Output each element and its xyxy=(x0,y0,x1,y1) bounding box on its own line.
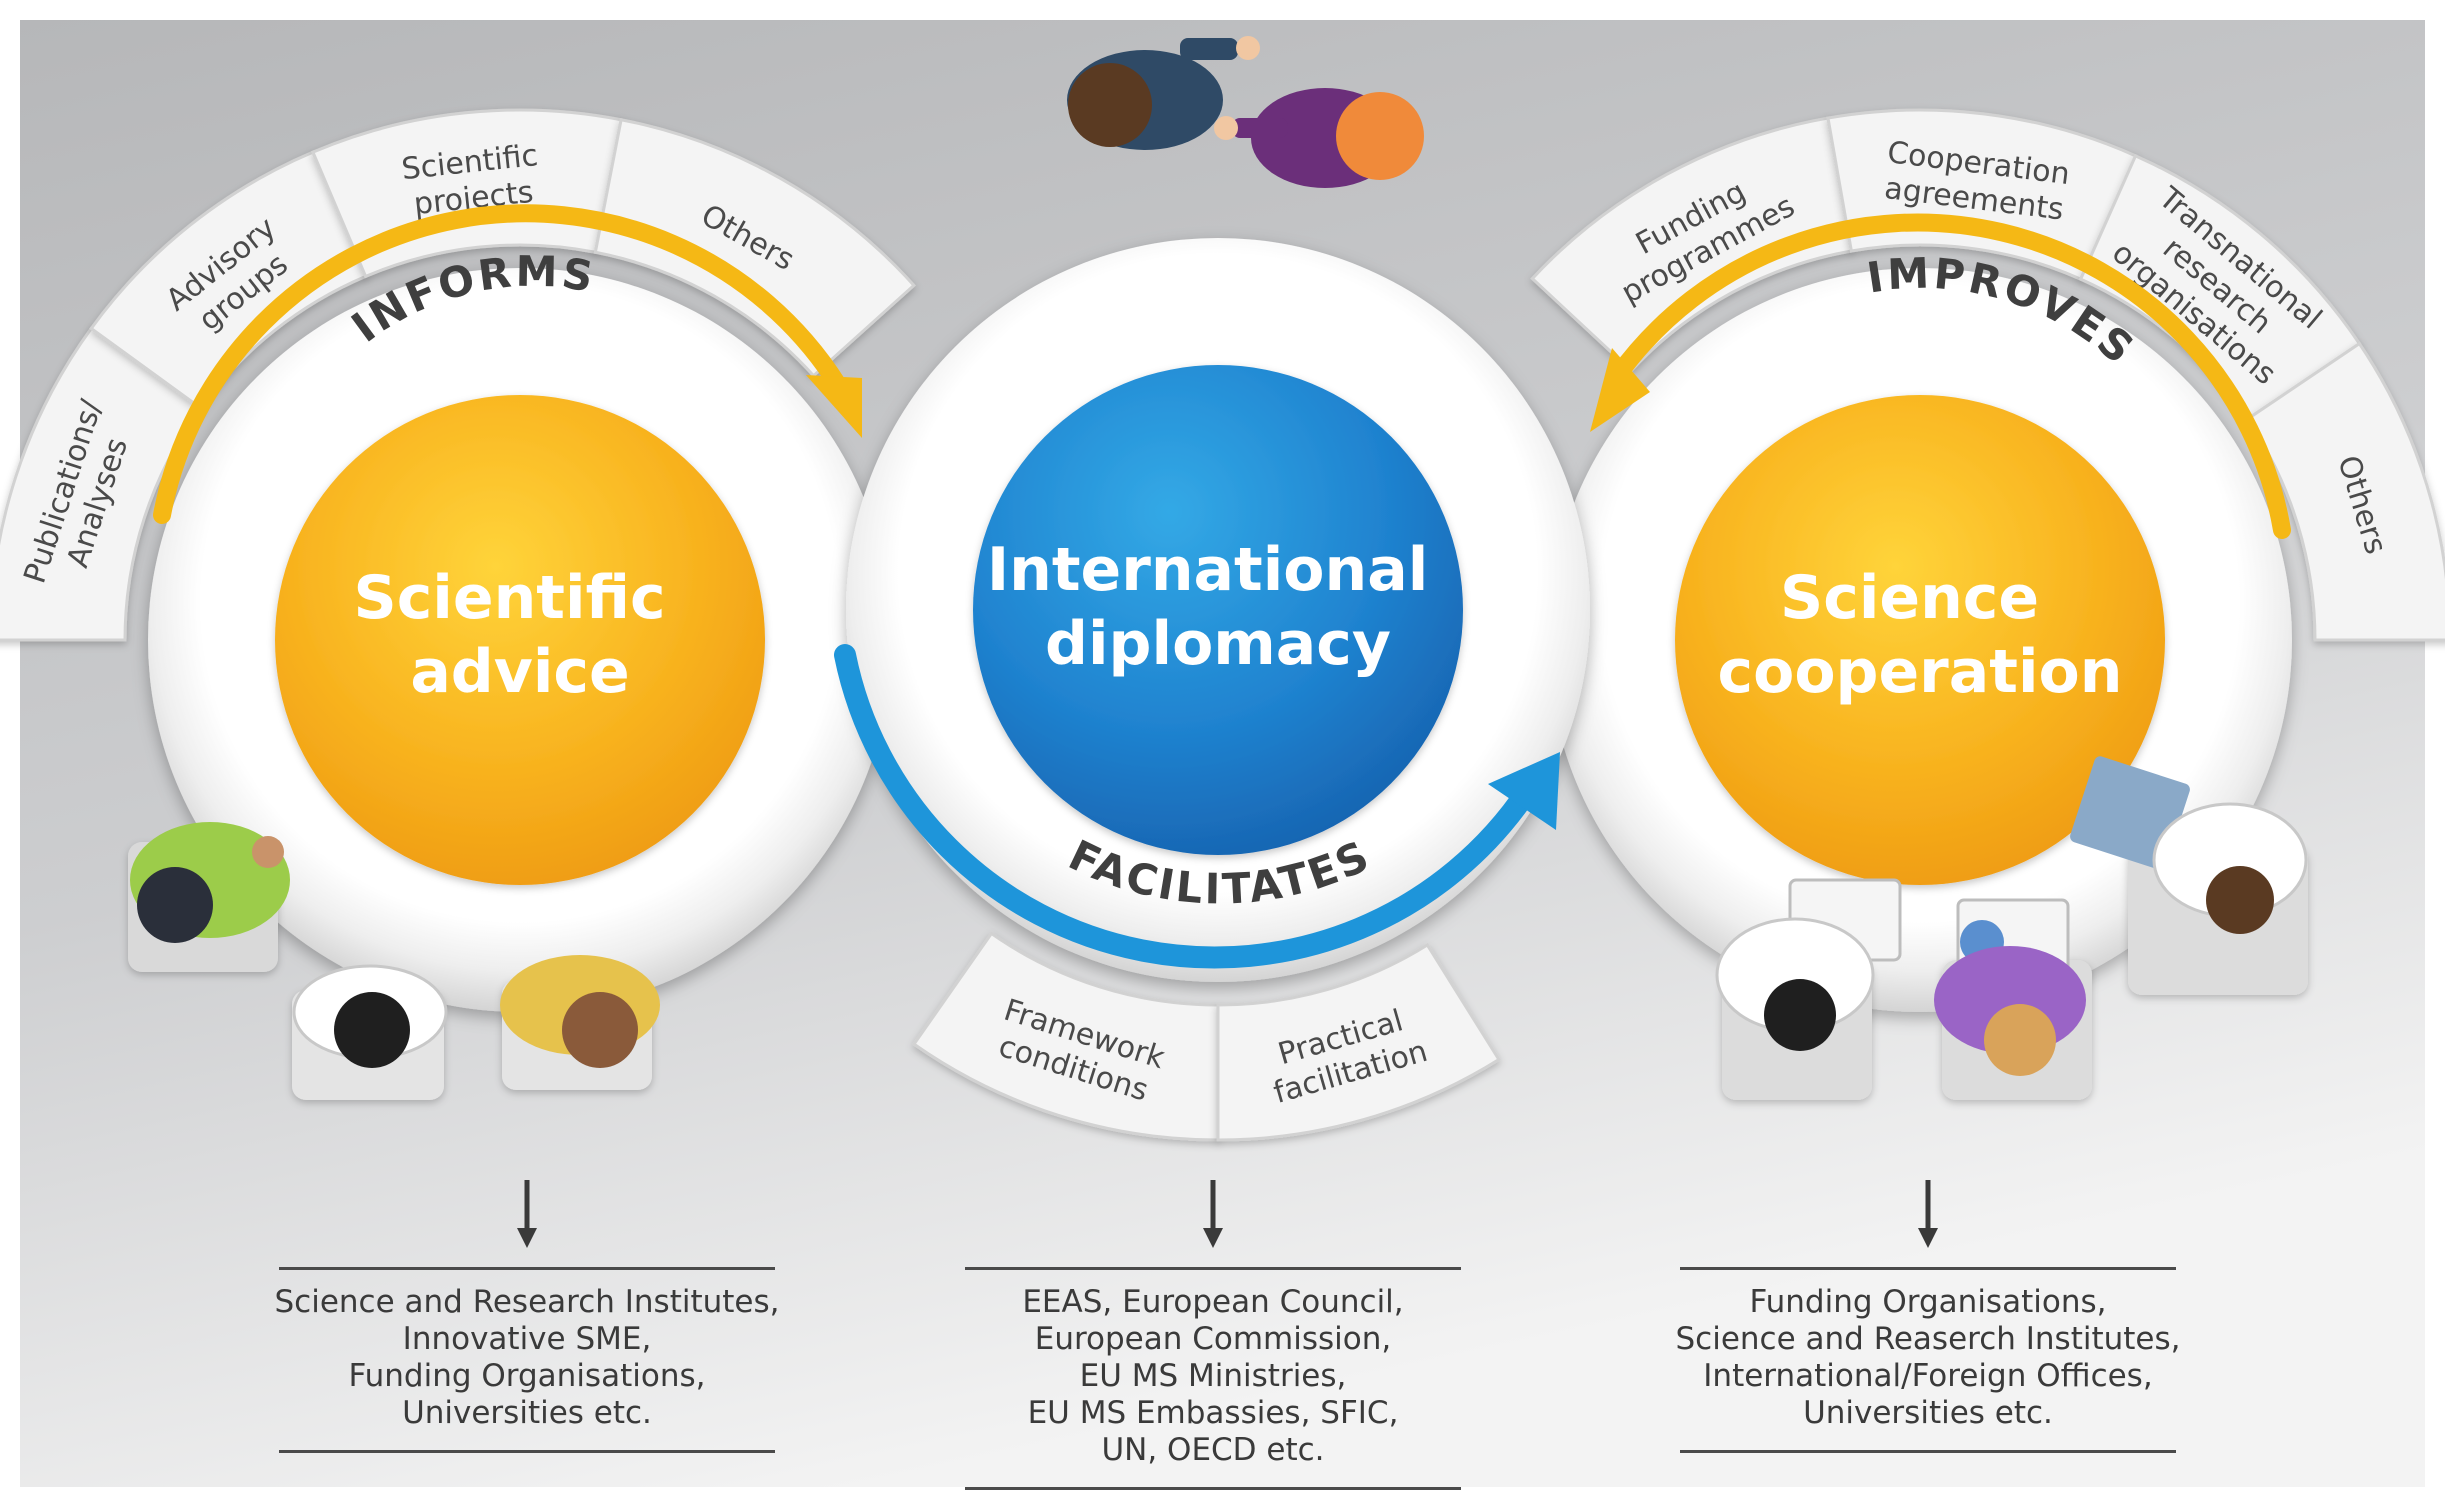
down-arrow-icon xyxy=(1203,1180,1223,1248)
center-sector xyxy=(1216,942,1501,1142)
actor-line: Funding Organisations, xyxy=(348,1358,706,1394)
facilitates-arrow-icon xyxy=(834,644,1560,969)
science-cooperation-circle xyxy=(1675,395,2165,885)
actor-line: UN, OECD etc. xyxy=(1101,1432,1325,1468)
actor-line: EEAS, European Council, xyxy=(1022,1284,1404,1320)
international-diplomacy-title: International diplomacy xyxy=(987,535,1449,679)
meeting-people-icon xyxy=(128,822,660,1100)
actor-line: European Commission, xyxy=(1034,1321,1392,1357)
right-sector xyxy=(2245,341,2445,642)
left-sector xyxy=(593,117,916,378)
science-cooperation-title: Science cooperation xyxy=(1718,563,2123,707)
center-actor-list: EEAS, European Council, European Commiss… xyxy=(953,1267,1473,1490)
bottom-divider xyxy=(279,1450,775,1453)
actor-line: Science and Reaserch Institutes, xyxy=(1675,1321,2181,1357)
top-divider xyxy=(279,1267,775,1270)
scientific-advice-title: Scientific advice xyxy=(354,563,687,707)
improves-arrow-icon xyxy=(1590,213,2291,539)
working-people-icon xyxy=(1715,756,2308,1100)
left-actor-list: Science and Research Institutes, Innovat… xyxy=(267,1267,787,1453)
actor-line: Science and Research Institutes, xyxy=(274,1284,780,1320)
top-divider xyxy=(965,1267,1461,1270)
actor-line: Universities etc. xyxy=(1803,1395,2053,1431)
right-actor-list: Funding Organisations, Science and Rease… xyxy=(1668,1267,2188,1453)
international-diplomacy-circle xyxy=(973,365,1463,855)
actor-line: Universities etc. xyxy=(402,1395,652,1431)
down-arrow-icon xyxy=(1918,1180,1938,1248)
actor-line: EU MS Ministries, xyxy=(1079,1358,1347,1394)
handshake-people-icon xyxy=(1067,36,1424,188)
down-arrow-icon xyxy=(517,1180,537,1248)
scientific-advice-circle xyxy=(275,395,765,885)
actor-line: EU MS Embassies, SFIC, xyxy=(1027,1395,1399,1431)
actor-line: Innovative SME, xyxy=(402,1321,652,1357)
actor-line: Funding Organisations, xyxy=(1749,1284,2107,1320)
top-divider xyxy=(1680,1267,2176,1270)
left-sector xyxy=(0,326,203,642)
bottom-divider xyxy=(1680,1450,2176,1453)
informs-arrow-icon xyxy=(153,204,862,524)
actor-line: International/Foreign Offices, xyxy=(1703,1358,2153,1394)
bottom-divider xyxy=(965,1487,1461,1490)
